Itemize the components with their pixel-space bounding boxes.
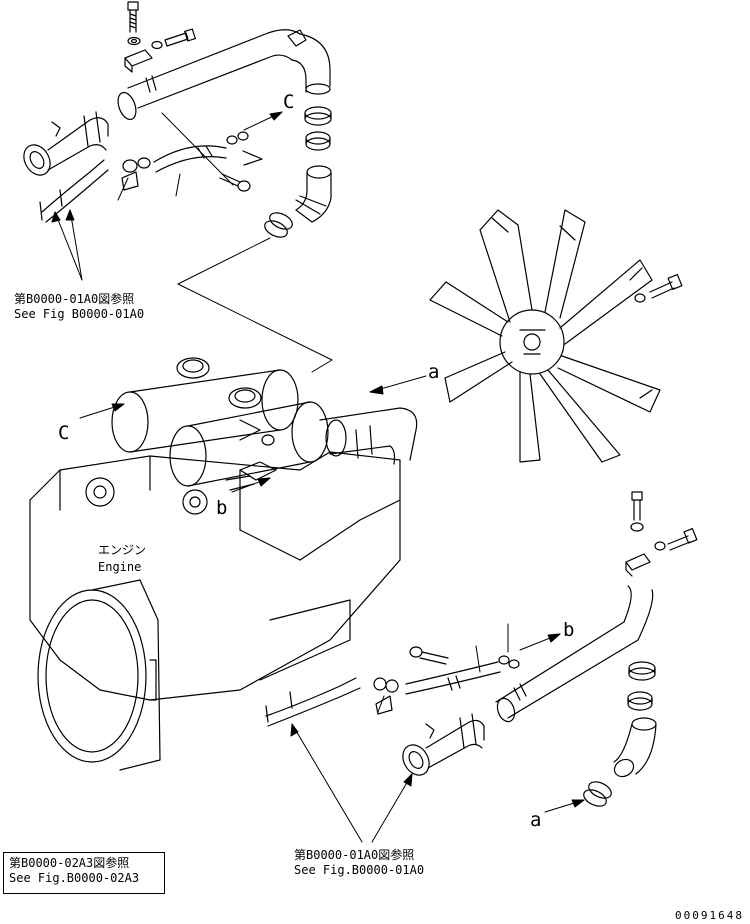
- letter-c-top: C: [283, 91, 295, 113]
- top-leader-lines: [51, 112, 234, 281]
- ref-top-en: See Fig B0000-01A0: [14, 307, 145, 321]
- letter-b-right: b: [563, 619, 575, 641]
- flywheel-housing: [37, 579, 161, 771]
- ref-top-jp: 第B0000-01A0図参照: [14, 292, 135, 306]
- document-number: 00091648: [675, 909, 744, 922]
- letter-b-engine: b: [216, 497, 228, 519]
- lower-bolt-small: [409, 646, 449, 665]
- c-arrow-top: [243, 111, 283, 131]
- right-canister: [169, 387, 329, 487]
- lower-clamp-2: [627, 691, 653, 711]
- a-arrow-fan: [369, 375, 427, 395]
- upper-bolt-small: [219, 173, 251, 192]
- top-bolt: [127, 1, 139, 33]
- cooling-fan: [429, 209, 661, 463]
- turbo-elbow: [319, 407, 418, 465]
- upper-small-washers: [226, 131, 263, 166]
- lower-left-pipe: [265, 677, 361, 727]
- ref-box-en: See Fig.B0000-02A3: [9, 871, 140, 885]
- ref-box-jp: 第B0000-02A3図参照: [9, 856, 130, 870]
- lower-clamp-3: [583, 781, 612, 807]
- lower-left-elbow: [402, 713, 485, 776]
- a-arrow-bottom: [544, 799, 585, 813]
- upper-clamp-2: [305, 131, 331, 151]
- left-canister: [111, 357, 299, 453]
- b-arrow-right: [519, 633, 561, 651]
- upper-short-tube: [153, 145, 227, 173]
- upper-clamp-3: [264, 212, 293, 238]
- top-side-bolt: [151, 28, 196, 50]
- upper-hose: [295, 165, 332, 223]
- engine-block: [29, 451, 401, 701]
- lower-clamp-1: [628, 661, 656, 681]
- engine-label-jp: エンジン: [98, 543, 147, 557]
- upper-small-clamps: [121, 157, 151, 191]
- top-washer: [127, 36, 141, 46]
- fan-bolt: [634, 273, 683, 303]
- bottom-side-bolt: [654, 527, 698, 551]
- leader-top-to-engine: [177, 237, 333, 373]
- letter-a-bottom: a: [530, 809, 542, 831]
- lower-short-tube: [405, 655, 520, 695]
- upper-long-tube: [117, 29, 301, 121]
- c-arrow-left: [79, 403, 125, 419]
- ref-bottom-jp: 第B0000-01A0図参照: [294, 848, 415, 862]
- upper-left-elbow: [23, 111, 109, 176]
- upper-elbow: [287, 29, 331, 95]
- lower-long-tube: [495, 585, 654, 723]
- b-arrow-engine: [231, 477, 271, 493]
- bottom-bolt: [630, 491, 644, 532]
- upper-left-pipe: [39, 159, 109, 223]
- lower-small-clamps: [373, 677, 399, 715]
- letter-a-fan: a: [428, 361, 440, 383]
- bottom-leader-lines: [290, 623, 509, 843]
- engine-small-fittings: [225, 434, 277, 491]
- engine-label-en: Engine: [98, 560, 142, 574]
- letter-c-left: C: [58, 422, 70, 444]
- lower-hose: [613, 717, 657, 778]
- bottom-bracket: [625, 553, 651, 577]
- upper-clamp-1: [304, 106, 332, 126]
- top-bracket: [124, 49, 153, 73]
- reference-box: 第B0000-02A3図参照 See Fig.B0000-02A3: [3, 852, 165, 894]
- ref-bottom-en: See Fig.B0000-01A0: [294, 863, 425, 877]
